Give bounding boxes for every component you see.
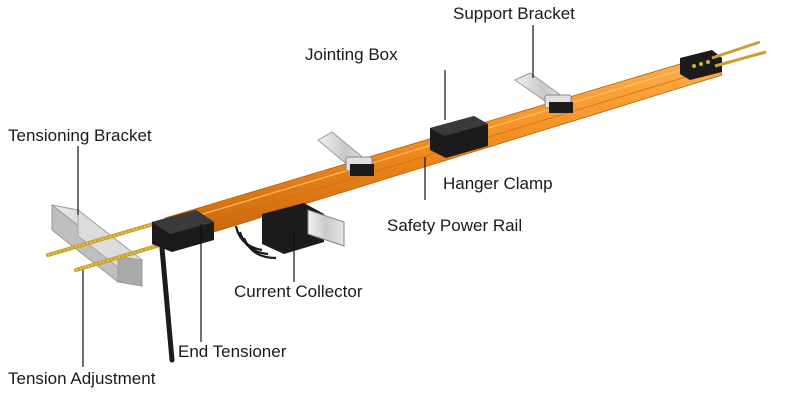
current-collector-shape [234, 203, 345, 260]
label-tensioning-bracket: Tensioning Bracket [8, 126, 152, 145]
hanger-clamp-left [317, 131, 374, 176]
label-hanger-clamp: Hanger Clamp [443, 174, 553, 193]
jointing-box-shape [430, 116, 488, 158]
label-tension-adjustment: Tension Adjustment [8, 369, 156, 388]
label-support-bracket: Support Bracket [453, 4, 575, 23]
tensioning-bracket-shape [51, 203, 144, 288]
tension-adjustment-rods [46, 220, 172, 272]
rail-end-cap [680, 40, 767, 80]
support-bracket-right [514, 72, 573, 113]
label-safety-power-rail: Safety Power Rail [387, 216, 523, 235]
label-jointing-box: Jointing Box [305, 45, 398, 64]
label-current-collector: Current Collector [234, 282, 363, 301]
label-end-tensioner: End Tensioner [178, 342, 287, 361]
end-tensioner-shape [152, 210, 214, 363]
leader-lines [77, 25, 534, 367]
